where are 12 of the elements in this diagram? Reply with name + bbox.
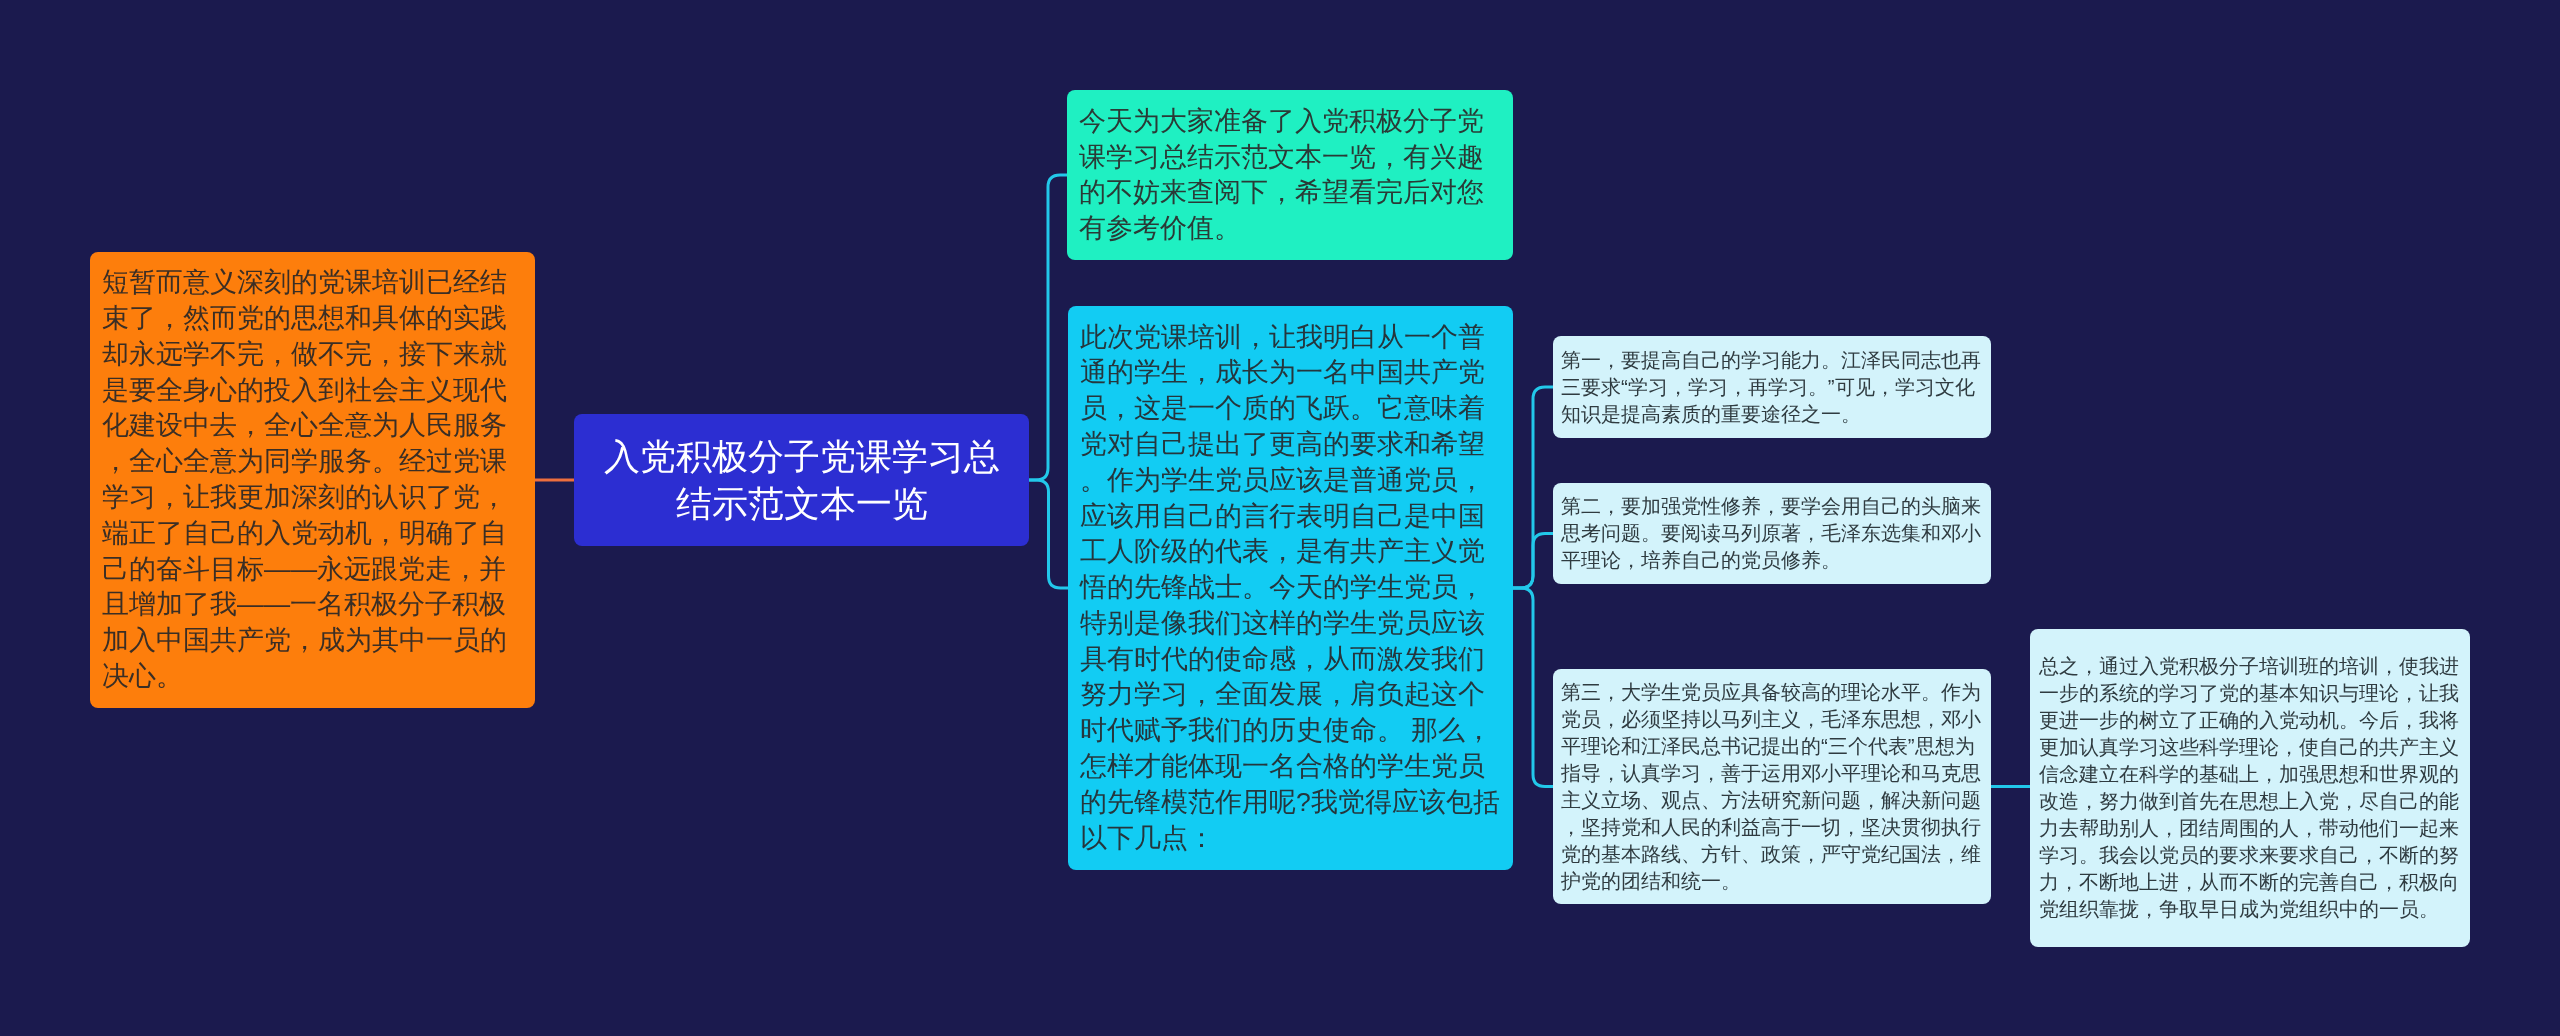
text-box: 第一，要提高自己的学习能力。江泽民同志也再三要求“学习，学习，再学习。”可见，学习文化知识是提高素质的重要途径之一。	[1553, 336, 1991, 438]
connector-line	[1991, 785, 2030, 788]
text-box: 总之，通过入党积极分子培训班的培训，使我进一步的系统的学习了党的基本知识与理论，让我更进一步的树立了正确的入党动机。今后，我将更加认真学习这些科学理论，使自己的共产主义信念建立在科学的基础上，加强思想和世界观的改造，努力做到首先在思想上入党，尽自己的能力去帮助别人，团结周围的人，带动他们一起来学习。我会以党员的要求来要求自己，不断的努力，不断地上进，从而不断的完善自己，积极向党组织靠拢，争取早日成为党组织中的一员。	[2030, 629, 2470, 947]
connector-line	[1029, 478, 1068, 590]
text-box: 第三，大学生党员应具备较高的理论水平。作为党员，必须坚持以马列主义，毛泽东思想，邓小平理论和江泽民总书记提出的“三个代表”思想为指导，认真学习，善于运用邓小平理论和马克思主义立场、观点、方法研究新问题，解决新问题，坚持党和人民的利益高于一切，坚决贯彻执行党的基本路线、方针、政策，严守党纪国法，维护党的团结和统一。	[1553, 669, 1991, 904]
connector-line	[1513, 586, 1553, 788]
topic-box: 入党积极分子党课学习总结示范文本一览	[574, 414, 1029, 546]
connector-line	[535, 478, 574, 482]
text-box: 第二，要加强党性修养，要学会用自己的头脑来思考问题。要阅读马列原著，毛泽东选集和邓小平理论，培养自己的党员修养。	[1553, 483, 1991, 584]
text-box: 今天为大家准备了入党积极分子党课学习总结示范文本一览，有兴趣的不妨来查阅下，希望看完后对您有参考价值。	[1067, 90, 1513, 260]
text-box: 此次党课培训，让我明白从一个普通的学生，成长为一名中国共产党员，这是一个质的飞跃。它意味着党对自己提出了更高的要求和希望。作为学生党员应该是普通党员，应该用自己的言行表明自己是中国工人阶级的代表，是有共产主义觉悟的先锋战士。今天的学生党员，特别是像我们这样的学生党员应该具有时代的使命感，从而激发我们努力学习，全面发展，肩负起这个时代赋予我们的历史使命。 那么，怎样才能体现一名合格的学生党员的先锋模范作用呢?我觉得应该包括以下几点：	[1068, 306, 1513, 870]
text-box: 短暂而意义深刻的党课培训已经结束了，然而党的思想和具体的实践却永远学不完，做不完，接下来就是要全身心的投入到社会主义现代化建设中去，全心全意为人民服务，全心全意为同学服务。经过党课学习，让我更加深刻的认识了党，端正了自己的入党动机，明确了自己的奋斗目标——永远跟党走，并且增加了我——一名积极分子积极加入中国共产党，成为其中一员的决心。	[90, 252, 535, 708]
